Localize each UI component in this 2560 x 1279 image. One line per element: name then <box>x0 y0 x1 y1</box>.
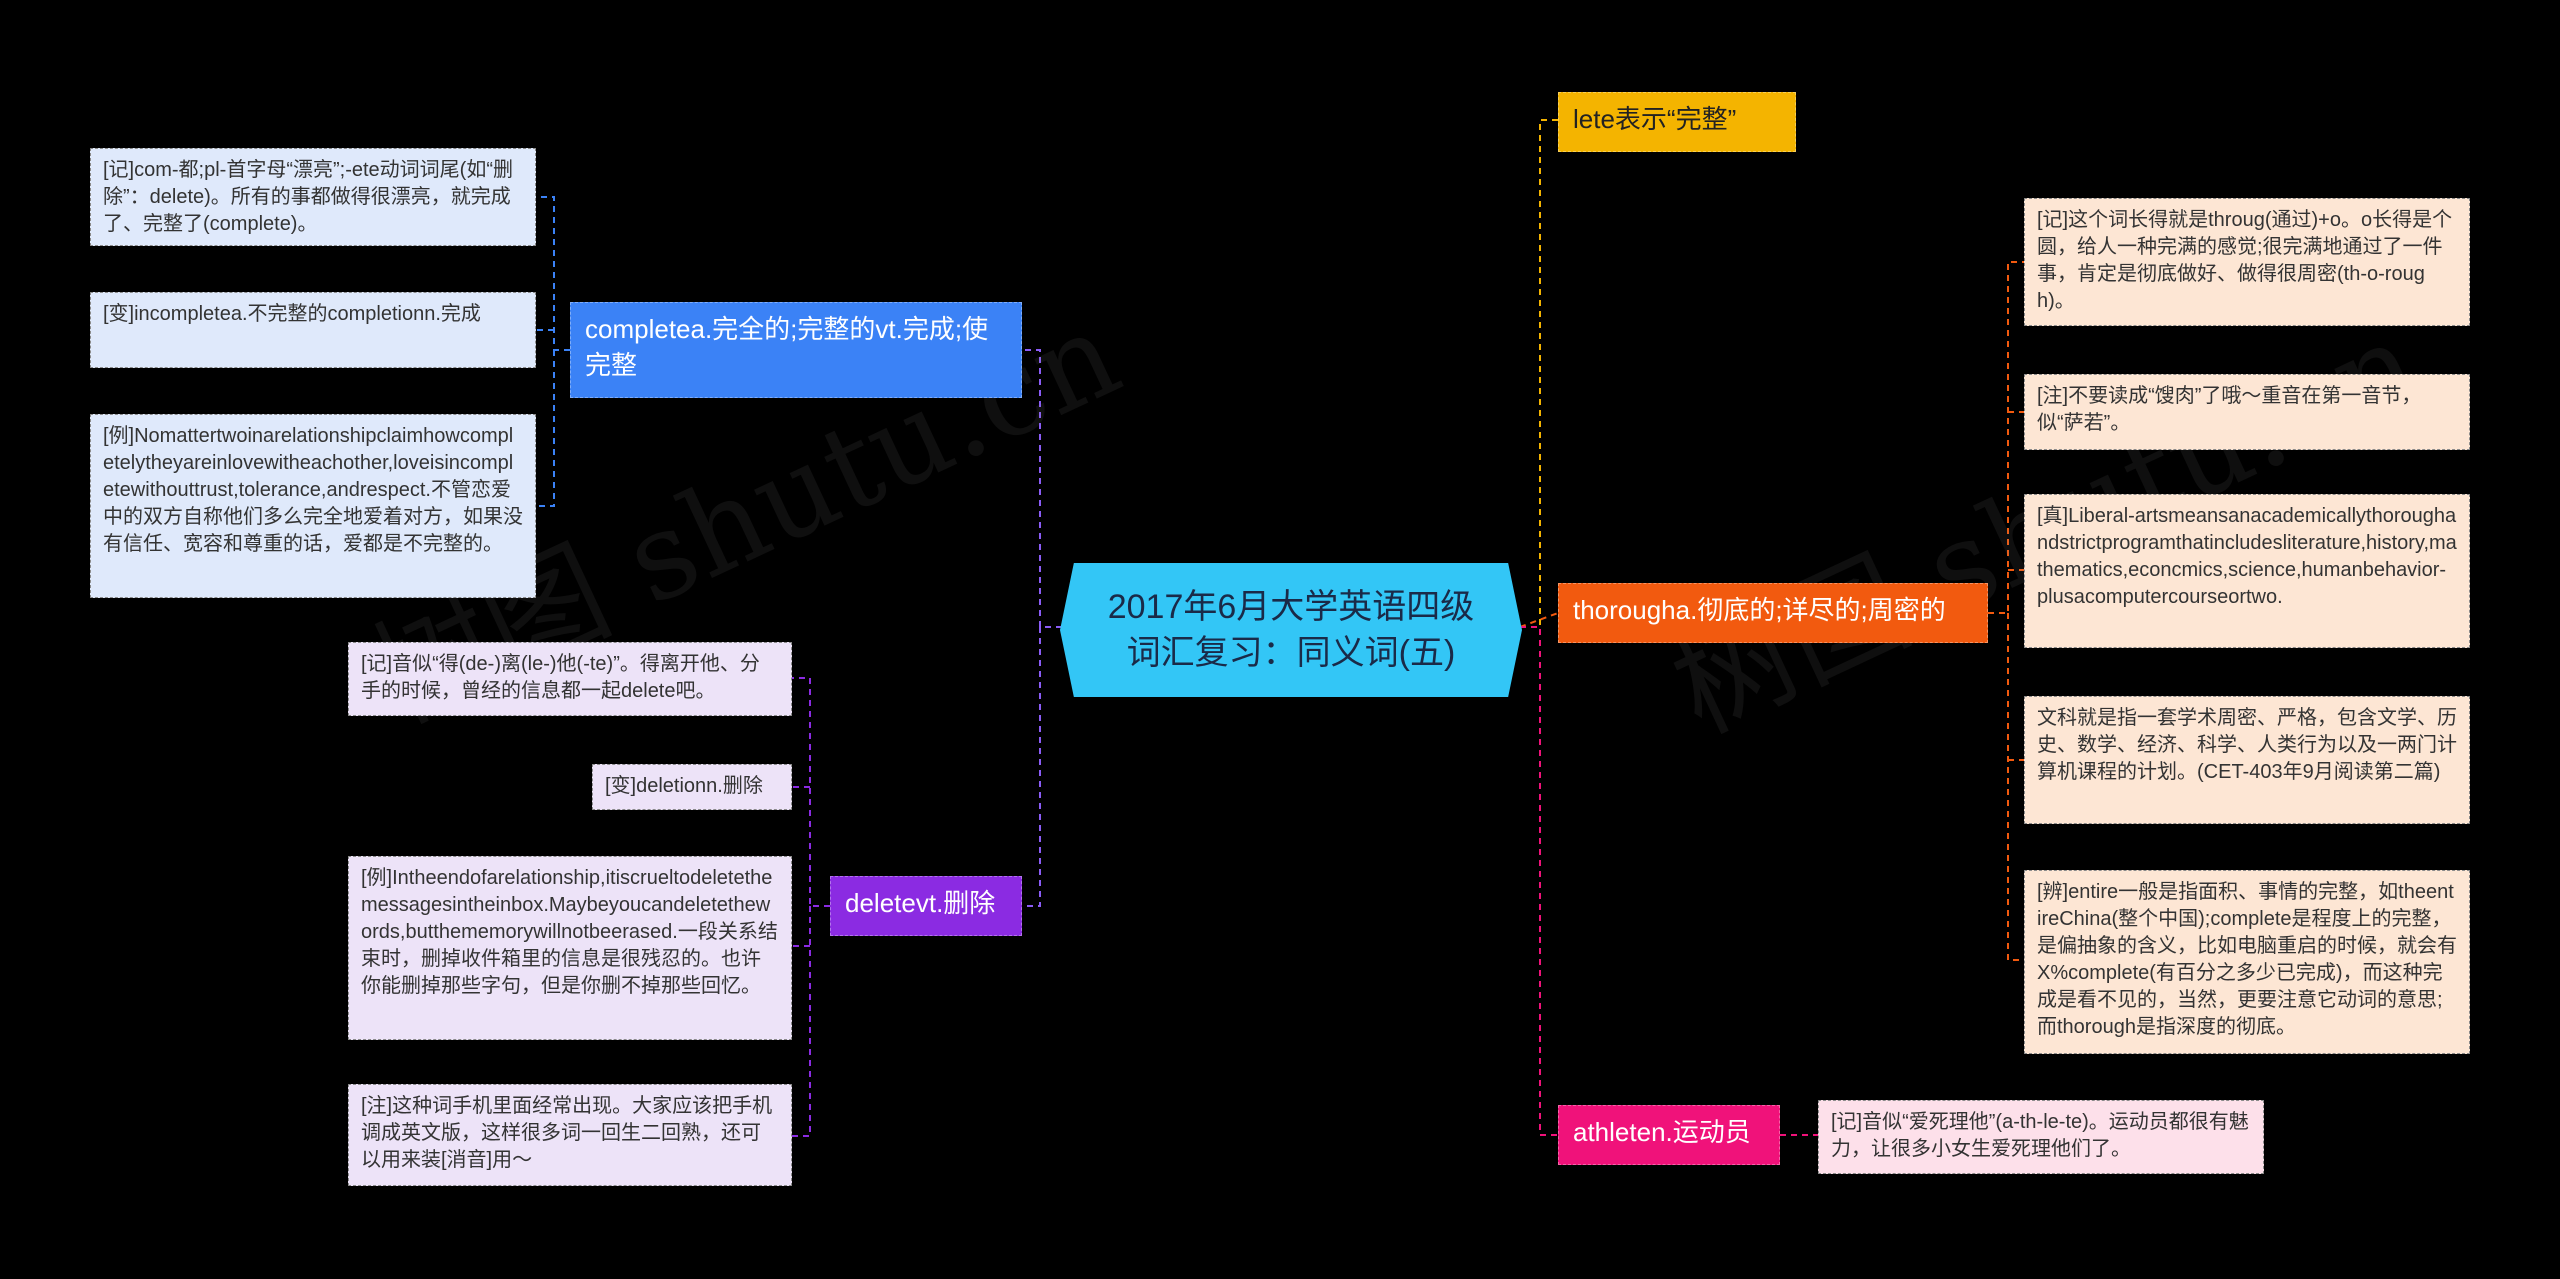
leaf-thorough-translation[interactable]: 文科就是指一套学术周密、严格，包含文学、历史、数学、经济、科学、人类行为以及一两… <box>2024 696 2470 824</box>
leaf-text: [记]音似“爱死理他”(a-th-le-te)。运动员都很有魅力，让很多小女生爱… <box>1831 1111 2249 1160</box>
leaf-text: [注]不要读成“馊肉”了哦～重音在第一音节，似“萨若”。 <box>2037 385 2422 434</box>
branch-label: lete表示“完整” <box>1573 104 1737 134</box>
leaf-thorough-memo[interactable]: [记]这个词长得就是throug(通过)+o。o长得是个圆，给人一种完满的感觉;… <box>2024 198 2470 326</box>
leaf-delete-memo[interactable]: [记]音似“得(de-)离(le-)他(-te)”。得离开他、分手的时候，曾经的… <box>348 642 792 716</box>
leaf-complete-variant[interactable]: [变]incompletea.不完整的completionn.完成 <box>90 292 536 368</box>
leaf-text: [例]Intheendofarelationship,itiscrueltode… <box>361 867 778 997</box>
branch-label: thorougha.彻底的;详尽的;周密的 <box>1573 595 1946 625</box>
leaf-delete-example[interactable]: [例]Intheendofarelationship,itiscrueltode… <box>348 856 792 1040</box>
leaf-complete-example[interactable]: [例]Nomattertwoinarelationshipclaimhowcom… <box>90 414 536 598</box>
leaf-complete-memo[interactable]: [记]com-都;pl-首字母“漂亮”;-ete动词词尾(如“删除”：delet… <box>90 148 536 246</box>
leaf-athlete-memo[interactable]: [记]音似“爱死理他”(a-th-le-te)。运动员都很有魅力，让很多小女生爱… <box>1818 1100 2264 1174</box>
leaf-text: [注]这种词手机里面经常出现。大家应该把手机调成英文版，这样很多词一回生二回熟，… <box>361 1095 773 1171</box>
leaf-thorough-note[interactable]: [注]不要读成“馊肉”了哦～重音在第一音节，似“萨若”。 <box>2024 374 2470 450</box>
branch-label: athleten.运动员 <box>1573 1117 1751 1147</box>
link-complete-leaves <box>536 196 570 507</box>
link-thorough-leaves <box>1988 261 2024 961</box>
link-delete-leaves <box>792 677 830 1137</box>
leaf-text: [记]com-都;pl-首字母“漂亮”;-ete动词词尾(如“删除”：delet… <box>103 159 513 235</box>
link-central-complete <box>1022 349 1062 628</box>
branch-label: deletevt.删除 <box>845 888 996 918</box>
link-central-thorough <box>1519 612 1559 628</box>
leaf-text: [记]这个词长得就是throug(通过)+o。o长得是个圆，给人一种完满的感觉;… <box>2037 209 2453 312</box>
leaf-text: [变]deletionn.删除 <box>605 775 763 797</box>
link-central-lete <box>1520 119 1558 628</box>
branch-complete[interactable]: completea.完全的;完整的vt.完成;使完整 <box>570 302 1022 398</box>
branch-athlete[interactable]: athleten.运动员 <box>1558 1105 1780 1165</box>
branch-label: completea.完全的;完整的vt.完成;使完整 <box>585 314 989 380</box>
leaf-text: [记]音似“得(de-)离(le-)他(-te)”。得离开他、分手的时候，曾经的… <box>361 653 760 702</box>
leaf-text: [变]incompletea.不完整的completionn.完成 <box>103 303 481 325</box>
leaf-text: [例]Nomattertwoinarelationshipclaimhowcom… <box>103 425 523 555</box>
central-topic[interactable]: 2017年6月大学英语四级词汇复习：同义词(五) <box>1060 563 1522 697</box>
branch-lete[interactable]: lete表示“完整” <box>1558 92 1796 152</box>
leaf-thorough-distinction[interactable]: [辨]entire一般是指面积、事情的完整，如theentireChina(整个… <box>2024 870 2470 1054</box>
leaf-text: [真]Liberal-artsmeansanacademicallythorou… <box>2037 505 2457 608</box>
leaf-text: 文科就是指一套学术周密、严格，包含文学、历史、数学、经济、科学、人类行为以及一两… <box>2037 707 2457 783</box>
leaf-delete-variant[interactable]: [变]deletionn.删除 <box>592 764 792 810</box>
leaf-delete-note[interactable]: [注]这种词手机里面经常出现。大家应该把手机调成英文版，这样很多词一回生二回熟，… <box>348 1084 792 1186</box>
leaf-thorough-exam[interactable]: [真]Liberal-artsmeansanacademicallythorou… <box>2024 494 2470 648</box>
branch-thorough[interactable]: thorougha.彻底的;详尽的;周密的 <box>1558 583 1988 643</box>
leaf-text: [辨]entire一般是指面积、事情的完整，如theentireChina(整个… <box>2037 881 2457 1038</box>
link-central-delete <box>1022 626 1062 907</box>
central-title: 2017年6月大学英语四级词汇复习：同义词(五) <box>1107 588 1475 672</box>
link-central-athlete <box>1520 626 1558 1136</box>
branch-delete[interactable]: deletevt.删除 <box>830 876 1022 936</box>
